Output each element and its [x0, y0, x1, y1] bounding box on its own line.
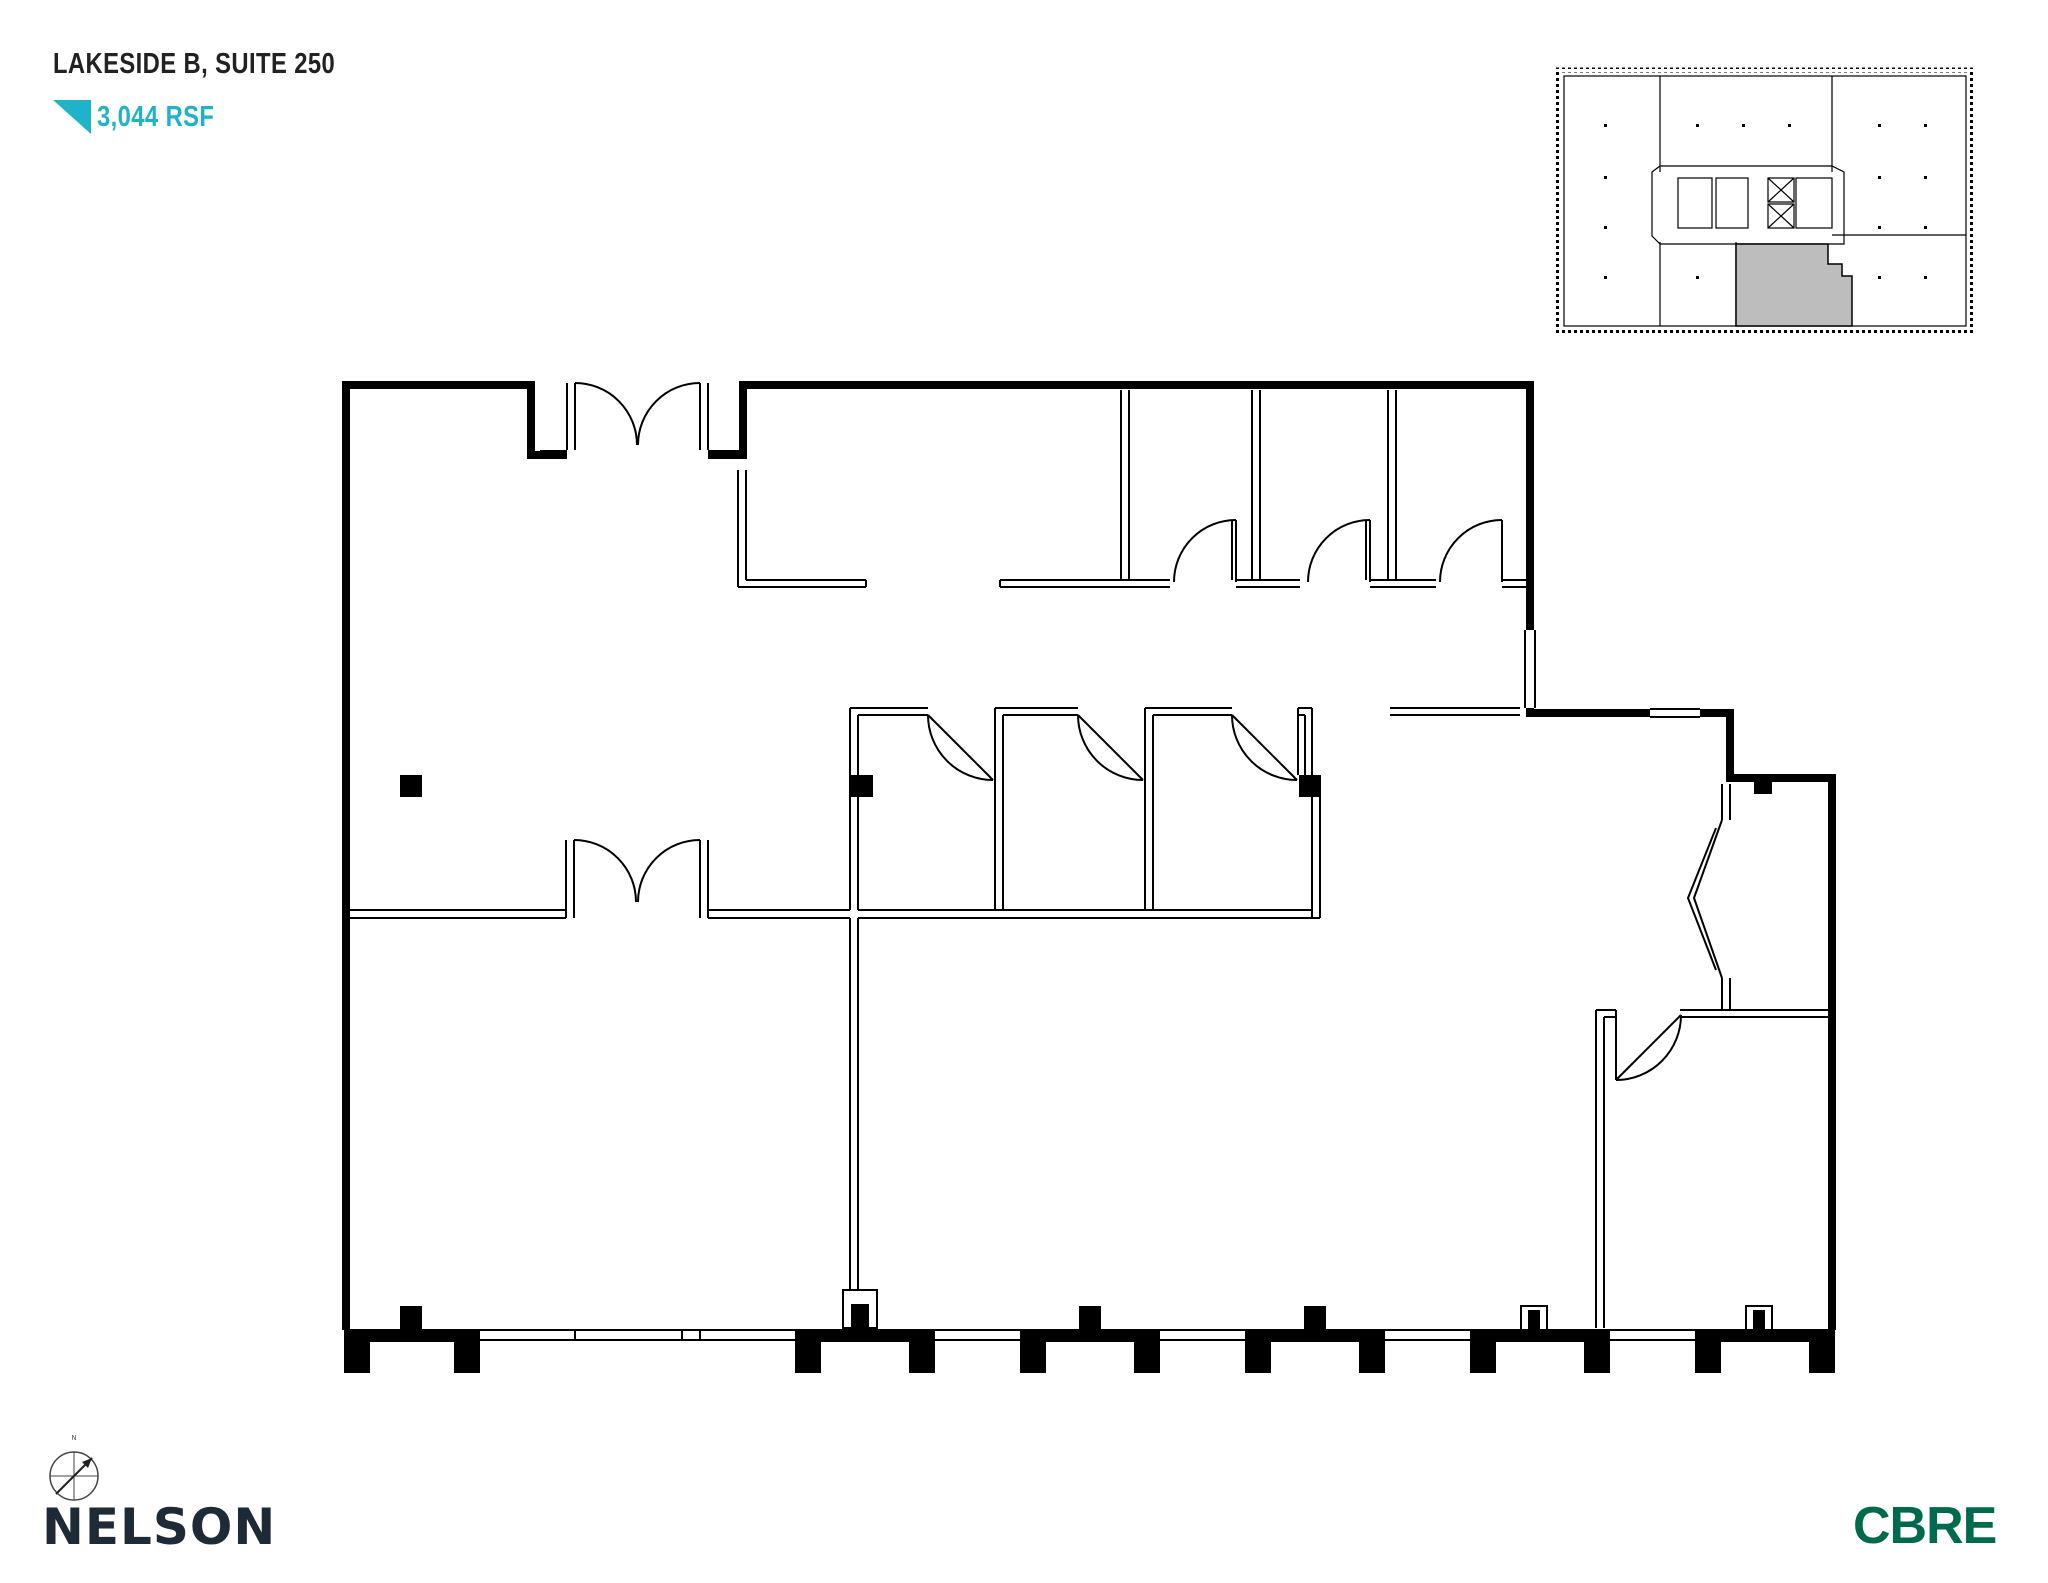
door-swings: [573, 382, 1723, 1081]
suite-title: LAKESIDE B, SUITE 250: [53, 48, 336, 80]
triangle-marker-icon: [53, 100, 91, 134]
north-arrow-icon: N: [49, 1434, 99, 1501]
cbre-logo: CBRE: [1853, 1497, 1997, 1555]
column-enclosure-cores: [851, 1304, 1765, 1330]
svg-text:N: N: [71, 1434, 76, 1442]
exterior-columns: [344, 1306, 1835, 1373]
key-plan: [1556, 67, 1975, 335]
exterior-wall-thin: [1524, 630, 1700, 718]
key-plan-columns: [1604, 124, 1927, 279]
column-enclosures: [842, 1289, 1773, 1331]
key-plan-suite-highlight: [1735, 243, 1853, 327]
interior-columns: [400, 775, 1772, 797]
area-rsf-label: 3,044 RSF: [97, 101, 215, 133]
interior-partitions: [350, 383, 1828, 1328]
door-edges: [540, 450, 743, 458]
exterior-walls: [342, 381, 1836, 1330]
nelson-logo: NELSON: [42, 1498, 277, 1556]
